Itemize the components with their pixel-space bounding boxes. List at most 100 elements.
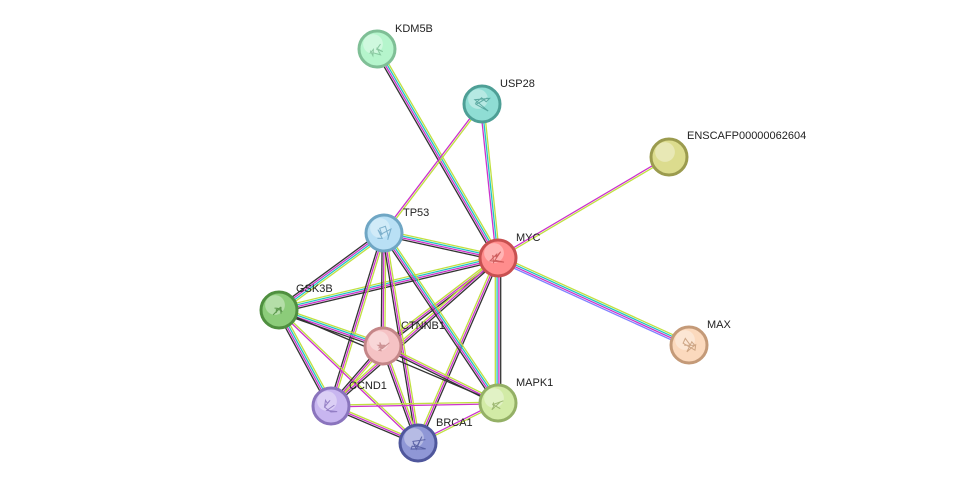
edge-evidence-line <box>280 234 386 313</box>
edge-evidence-line <box>384 104 484 234</box>
node-label: CTNNB1 <box>401 320 445 332</box>
edge-evidence-line <box>498 256 690 345</box>
node-circle[interactable] <box>649 137 689 177</box>
protein-structure-icon <box>376 342 390 352</box>
node-tp53[interactable]: TP53 <box>364 207 429 253</box>
edge-tp53-gsk3b[interactable] <box>277 230 386 313</box>
edge-evidence-line <box>330 257 499 407</box>
node-label: KDM5B <box>395 23 433 35</box>
protein-structure-icon <box>473 97 491 112</box>
edge-evidence-line <box>481 103 499 259</box>
protein-structure-icon <box>488 251 505 264</box>
edge-tp53-mapk1[interactable] <box>381 231 501 405</box>
edge-evidence-line <box>279 233 385 312</box>
edge-evidence-line <box>382 345 499 404</box>
edge-evidence-line <box>496 259 689 349</box>
edge-evidence-line <box>332 233 387 407</box>
edge-evidence-line <box>331 403 499 408</box>
protein-structure-icon <box>369 43 384 58</box>
edge-evidence-line <box>415 257 497 443</box>
edge-evidence-line <box>279 308 420 443</box>
edge-evidence-line <box>278 256 498 310</box>
edge-evidence-line <box>381 234 497 405</box>
edge-evidence-line <box>330 232 385 407</box>
edge-evidence-line <box>497 258 689 347</box>
node-enscafp[interactable]: ENSCAFP00000062604 <box>649 130 806 177</box>
node-label: TP53 <box>403 207 429 219</box>
edge-evidence-line <box>483 103 501 258</box>
edge-evidence-line <box>384 232 500 403</box>
node-circle[interactable] <box>478 238 518 278</box>
node-highlight <box>484 243 504 263</box>
edge-evidence-line <box>381 347 498 406</box>
edge-ctnnb1-mapk1[interactable] <box>381 343 500 406</box>
node-kdm5b[interactable]: KDM5B <box>357 23 433 69</box>
node-ccnd1[interactable]: CCND1 <box>311 380 387 426</box>
edge-usp28-tp53[interactable] <box>382 103 484 234</box>
edge-evidence-line <box>497 155 669 258</box>
node-label: MAX <box>707 319 732 331</box>
node-label: CCND1 <box>349 380 387 392</box>
node-label: BRCA1 <box>436 417 473 429</box>
node-max[interactable]: MAX <box>669 319 732 365</box>
edge-evidence-line <box>330 401 498 406</box>
protein-structure-icon <box>272 306 283 316</box>
edge-ccnd1-mapk1[interactable] <box>330 401 499 408</box>
edge-evidence-line <box>277 310 418 445</box>
node-ctnnb1[interactable]: CTNNB1 <box>363 320 445 366</box>
edge-evidence-line <box>417 257 499 444</box>
protein-structure-icon <box>682 337 697 353</box>
edge-evidence-line <box>329 256 498 406</box>
edge-kdm5b-myc[interactable] <box>374 47 501 260</box>
node-circle[interactable] <box>311 386 351 426</box>
edge-evidence-line <box>328 232 383 406</box>
node-usp28[interactable]: USP28 <box>462 78 535 124</box>
edge-evidence-line <box>498 157 670 260</box>
edge-evidence-line <box>385 232 421 443</box>
edge-tp53-ccnd1[interactable] <box>328 232 387 407</box>
edge-evidence-line <box>378 47 501 257</box>
node-highlight <box>317 391 337 411</box>
edge-evidence-line <box>383 235 498 262</box>
edge-evidence-line <box>279 258 499 312</box>
node-label: MYC <box>516 232 541 244</box>
edge-myc-max[interactable] <box>496 254 691 349</box>
edge-enscafp-myc[interactable] <box>497 155 670 260</box>
edge-evidence-line <box>383 232 419 444</box>
edge-evidence-line <box>278 231 384 310</box>
protein-structure-icon <box>377 225 392 240</box>
protein-structure-icon <box>323 398 338 413</box>
edge-evidence-line <box>382 103 482 233</box>
edge-evidence-line <box>277 230 383 309</box>
node-mapk1[interactable]: MAPK1 <box>478 377 553 423</box>
edge-evidence-line <box>479 104 497 259</box>
edge-evidence-line <box>331 258 500 408</box>
edge-evidence-line <box>278 254 498 309</box>
node-label: GSK3B <box>296 283 333 295</box>
edge-evidence-line <box>377 48 500 258</box>
edge-evidence-line <box>374 50 497 260</box>
edge-evidence-line <box>382 233 498 404</box>
node-circle[interactable] <box>462 84 502 124</box>
node-myc[interactable]: MYC <box>478 232 541 278</box>
node-gsk3b[interactable]: GSK3B <box>259 283 333 330</box>
node-circle[interactable] <box>398 423 438 463</box>
protein-structure-icon <box>491 400 504 411</box>
edge-evidence-line <box>498 254 691 344</box>
node-label: ENSCAFP00000062604 <box>687 130 806 142</box>
edge-mapk1-myc[interactable] <box>494 258 502 403</box>
node-brca1[interactable]: BRCA1 <box>398 417 473 463</box>
edge-gsk3b-brca1[interactable] <box>277 308 420 445</box>
node-highlight <box>655 142 675 162</box>
edge-ccnd1-myc[interactable] <box>329 256 500 408</box>
node-label: USP28 <box>500 78 535 90</box>
edge-evidence-line <box>385 231 501 402</box>
edge-evidence-line <box>279 259 499 314</box>
edge-usp28-myc[interactable] <box>479 103 501 259</box>
edge-gsk3b-myc[interactable] <box>278 254 499 314</box>
node-label: MAPK1 <box>516 377 553 389</box>
edge-evidence-line <box>384 229 499 256</box>
edge-evidence-line <box>375 49 498 259</box>
